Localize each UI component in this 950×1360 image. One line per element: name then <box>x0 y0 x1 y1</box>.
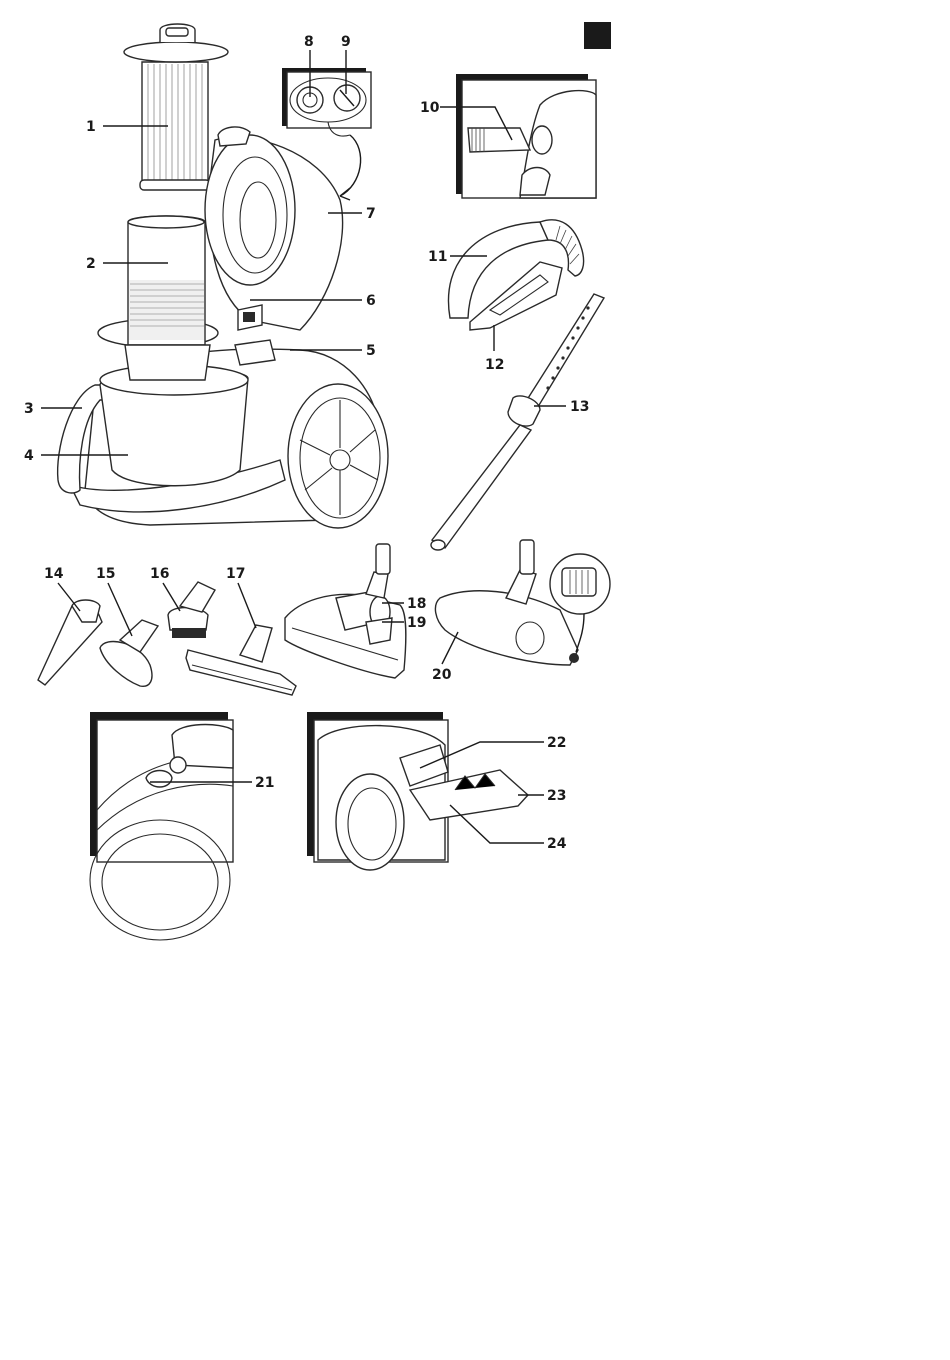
callout-2: 2 <box>86 256 96 272</box>
callout-18: 18 <box>407 596 426 612</box>
callout-24: 24 <box>547 836 567 852</box>
callout-6: 6 <box>366 293 376 309</box>
callout-8: 8 <box>304 34 314 50</box>
callout-22: 22 <box>547 735 566 751</box>
callout-1: 1 <box>86 119 96 135</box>
floor-nozzle-illustration <box>285 544 406 678</box>
callout-5: 5 <box>366 343 376 359</box>
callout-23: 23 <box>547 788 566 804</box>
telescopic-tube-illustration <box>431 294 604 550</box>
callout-13: 13 <box>570 399 589 415</box>
callout-7: 7 <box>366 206 376 222</box>
callout-4: 4 <box>24 448 34 464</box>
callout-9: 9 <box>341 34 351 50</box>
callout-14: 14 <box>44 566 64 582</box>
hose-handle-illustration <box>448 220 583 330</box>
callout-3: 3 <box>24 401 34 417</box>
callout-20: 20 <box>432 667 452 683</box>
hose-connection-inset <box>456 74 596 198</box>
exhaust-filter-inset <box>307 712 528 870</box>
callout-17: 17 <box>226 566 245 582</box>
callout-12: 12 <box>485 357 504 373</box>
accessories-illustration <box>38 582 296 695</box>
callout-21: 21 <box>255 775 274 791</box>
button-detail-inset <box>90 712 233 940</box>
callout-19: 19 <box>407 615 426 631</box>
callout-10: 10 <box>420 100 440 116</box>
turbo-nozzle-illustration <box>435 540 610 665</box>
callout-16: 16 <box>150 566 169 582</box>
callout-15: 15 <box>96 566 115 582</box>
callout-11: 11 <box>428 249 447 265</box>
language-marker-square <box>584 22 611 49</box>
